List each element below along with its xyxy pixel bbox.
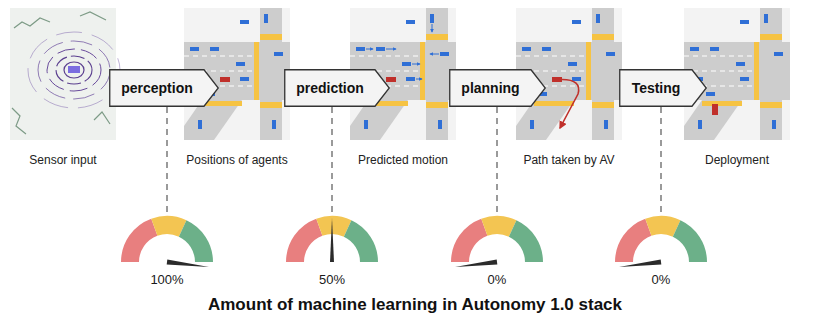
art-shape [12,108,26,134]
art-shape [220,77,230,82]
planned-path [552,77,579,128]
art-shape [386,77,396,82]
art-shape [712,104,718,115]
gauge-value: 50% [282,272,382,288]
art-shape [484,225,512,228]
stage-panel: Path taken by AV [516,8,622,140]
dashed-connector [331,107,333,214]
dashed-connector [496,107,498,214]
gauge-value: 0% [447,272,547,288]
panel-caption: Predicted motion [323,152,483,168]
gauge [619,225,698,267]
step-label: planning [459,79,522,97]
art-shape [56,56,92,84]
step-outline [620,70,707,107]
panel-caption: Deployment [657,152,817,168]
art-shape [366,49,373,50]
ml-gauge: 100% [117,214,217,290]
gauge [455,225,534,267]
ml-gauge: 0% [447,214,547,290]
step-arrow: perception [109,69,219,107]
step-arrow: prediction [284,69,390,107]
art-shape [560,80,579,129]
step-outline [450,70,546,107]
art-shape [38,41,110,99]
gauge [130,225,209,267]
art-shape [416,79,422,80]
ml-gauge: 50% [282,214,382,290]
panel-caption: Positions of agents [157,152,317,168]
gauge-value: 100% [117,272,217,288]
art-shape [319,225,347,228]
art-shape [64,62,84,78]
stage-panel: Positions of agents [184,8,290,140]
art-shape [619,260,661,268]
ml-gauge: 0% [611,214,711,290]
art-shape [47,49,101,91]
step-outline [110,70,219,107]
step-arrow: planning [449,69,546,107]
stage-panel: Sensor input [10,8,116,140]
art-shape [330,218,334,262]
art-shape [80,12,106,20]
dashed-connector [166,107,168,214]
av-car [220,77,230,82]
lidar-view [10,8,120,140]
art-shape [552,77,562,82]
art-shape [130,227,154,262]
step-arrow: Testing [619,69,707,107]
art-shape [348,228,369,262]
art-shape [68,66,80,73]
art-shape [167,260,209,268]
art-shape [460,227,484,262]
step-outline [285,70,390,107]
stage-panel: Deployment [684,8,790,140]
art-shape [455,260,497,268]
art-shape [94,112,110,124]
step-label: Testing [629,79,683,97]
diagram-title: Amount of machine learning in Autonomy 1… [0,294,830,316]
art-shape [412,64,420,65]
art-shape [648,225,676,228]
gauge [295,218,369,262]
art-shape [28,32,120,108]
art-shape [295,227,319,262]
art-shape [386,49,396,50]
art-shape [430,54,439,55]
stage-panel: Predicted motion [350,8,456,140]
art-shape [154,225,182,228]
dashed-connector [660,107,662,214]
gauge-value: 0% [611,272,711,288]
art-shape [14,18,50,28]
art-shape [183,228,204,262]
art-shape [624,227,648,262]
art-shape [10,8,116,140]
panel-caption: Path taken by AV [489,152,649,168]
deployed-car [712,104,718,115]
step-label: perception [119,79,195,97]
art-shape [513,228,534,262]
step-label: prediction [294,79,366,97]
road-map [684,8,790,140]
art-shape [677,228,698,262]
panel-caption: Sensor input [0,152,143,168]
art-shape [432,24,433,32]
